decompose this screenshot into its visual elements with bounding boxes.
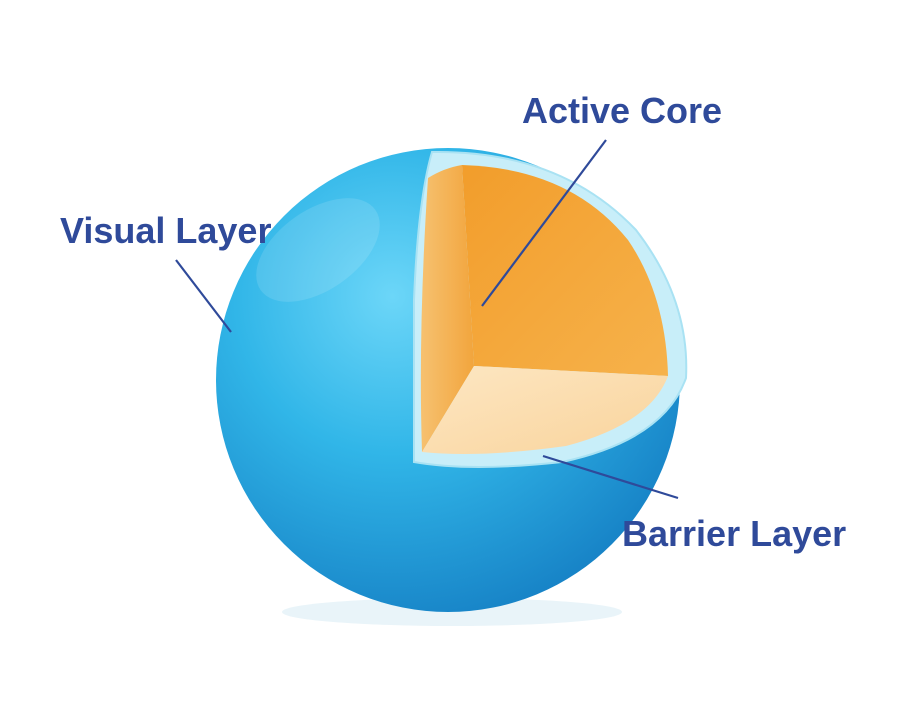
barrier-layer-leader-line (542, 454, 679, 500)
active-core-label: Active Core (522, 90, 722, 131)
active-core-bottom-face (422, 366, 668, 454)
visual-layer-label: Visual Layer (60, 210, 271, 251)
active-core-left-face (420, 165, 474, 452)
active-core-top-face (462, 165, 668, 376)
barrier-layer-label: Barrier Layer (622, 513, 846, 554)
active-core-leader-line (481, 139, 607, 307)
sphere-shadow (282, 598, 622, 626)
visual-layer-leader-line (175, 259, 232, 333)
sphere-highlight (256, 198, 380, 302)
